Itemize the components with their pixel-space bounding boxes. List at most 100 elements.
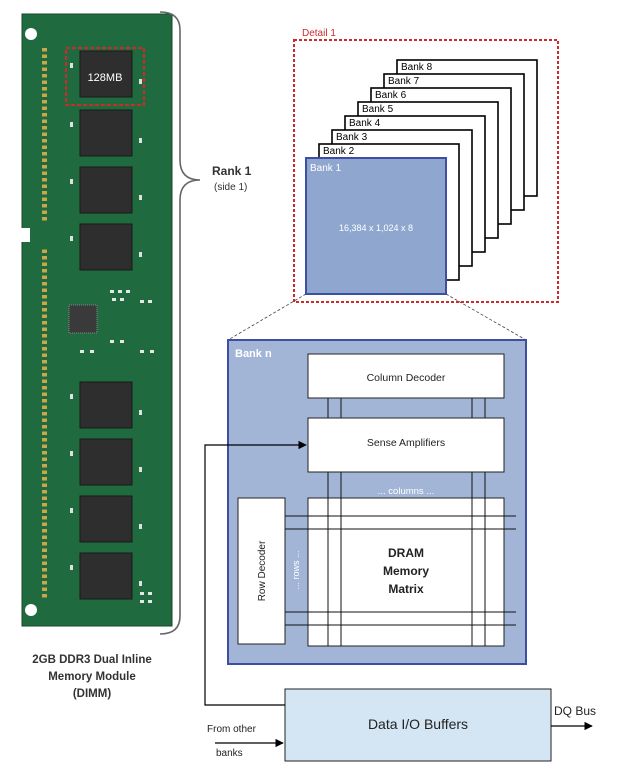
dimm-caption-line-2: Memory Module [48, 671, 136, 683]
gold-contact [42, 197, 47, 201]
gold-contact [42, 171, 47, 175]
memory-chip [79, 166, 133, 214]
gold-contact [42, 587, 47, 591]
gold-contact [42, 178, 47, 182]
gold-contact [42, 308, 47, 312]
smd-component [120, 340, 124, 343]
dimm-chips [70, 50, 142, 600]
gold-contact [42, 191, 47, 195]
chip-pad [70, 451, 73, 456]
gold-contact [42, 93, 47, 97]
chip-pad [70, 122, 73, 127]
gold-contact [42, 269, 47, 273]
gold-contact [42, 321, 47, 325]
gold-contact [42, 119, 47, 123]
from-other-banks-line-2-visible: banks [216, 748, 243, 759]
dimm-small-components [80, 290, 154, 603]
chip-pad [139, 410, 142, 415]
gold-contact [42, 158, 47, 162]
matrix-label-line-1: DRAM [388, 546, 424, 560]
gold-contact [42, 165, 47, 169]
sense-amplifiers-label: Sense Amplifiers [367, 437, 445, 449]
gold-contact [42, 379, 47, 383]
bank-1-box [305, 157, 447, 295]
gold-contact [42, 405, 47, 409]
gold-contact [42, 444, 47, 448]
matrix-label-line-2: Memory [383, 564, 429, 578]
gold-contact [42, 262, 47, 266]
gold-contact [42, 327, 47, 331]
memory-chip [79, 50, 133, 98]
from-other-banks-line-1: From other [207, 724, 257, 735]
bank-layer-label: Bank 4 [349, 118, 381, 129]
chip-pad [139, 581, 142, 586]
gold-contact [42, 48, 47, 52]
gold-contact [42, 210, 47, 214]
gold-contact [42, 535, 47, 539]
gold-contact [42, 542, 47, 546]
gold-contact [42, 80, 47, 84]
rank-brace: Rank 1 (side 1) [159, 11, 252, 635]
gold-contact [42, 54, 47, 58]
memory-chip [79, 552, 133, 600]
gold-contact [42, 503, 47, 507]
detail-label: Detail 1 [302, 28, 336, 39]
gold-contact [42, 106, 47, 110]
smd-component [118, 290, 122, 293]
data-io-buffers-box [284, 688, 552, 762]
gold-contact [42, 438, 47, 442]
gold-contact [42, 464, 47, 468]
dimm-caption-line-1: 2GB DDR3 Dual Inline [32, 654, 152, 666]
gold-contact [42, 431, 47, 435]
dimm-notch [18, 228, 30, 242]
dimm-gold-contacts [42, 48, 47, 598]
memory-chip [79, 109, 133, 157]
columns-label: ... columns ... [378, 486, 435, 497]
gold-contact [42, 184, 47, 188]
data-io: Data I/O Buffers From other banks banks … [204, 440, 596, 762]
smd-component [140, 300, 144, 303]
gold-contact [42, 347, 47, 351]
data-io-buffers-label: Data I/O Buffers [368, 716, 468, 732]
smd-component [120, 298, 124, 301]
dimm-spd-chip [68, 304, 98, 334]
zoom-line-left [227, 293, 307, 341]
smd-component [150, 350, 154, 353]
gold-contact [42, 314, 47, 318]
matrix-column-lines [327, 498, 486, 646]
smd-component [112, 298, 116, 301]
chip-pad [70, 63, 73, 68]
gold-contact [42, 100, 47, 104]
gold-contact [42, 392, 47, 396]
gold-contact [42, 373, 47, 377]
gold-contact [42, 483, 47, 487]
smd-component [126, 290, 130, 293]
gold-contact [42, 516, 47, 520]
gold-contact [42, 113, 47, 117]
chip-pad [139, 524, 142, 529]
chip-pad [70, 394, 73, 399]
dimm-hole-top [25, 28, 37, 40]
gold-contact [42, 555, 47, 559]
gold-contact [42, 288, 47, 292]
rows-label: ... rows ... [291, 550, 301, 589]
row-decoder-label: Row Decoder [257, 540, 268, 601]
gold-contact [42, 256, 47, 260]
zoom-line-right [445, 293, 527, 341]
gold-contact [42, 412, 47, 416]
gold-contact [42, 249, 47, 253]
gold-contact [42, 282, 47, 286]
gold-contact [42, 386, 47, 390]
bank-layer-label: Bank 2 [323, 146, 355, 157]
gold-contact [42, 340, 47, 344]
smd-component [90, 350, 94, 353]
gold-contact [42, 61, 47, 65]
bank-n: Bank n Column Decoder Sense Amplifiers .… [227, 339, 527, 665]
gold-contact [42, 152, 47, 156]
chip-pad [70, 508, 73, 513]
gold-contact [42, 126, 47, 130]
bank-1-size: 16,384 x 1,024 x 8 [339, 223, 413, 233]
dimm-chip-highlight [65, 47, 145, 106]
matrix-row-lines [285, 515, 516, 626]
